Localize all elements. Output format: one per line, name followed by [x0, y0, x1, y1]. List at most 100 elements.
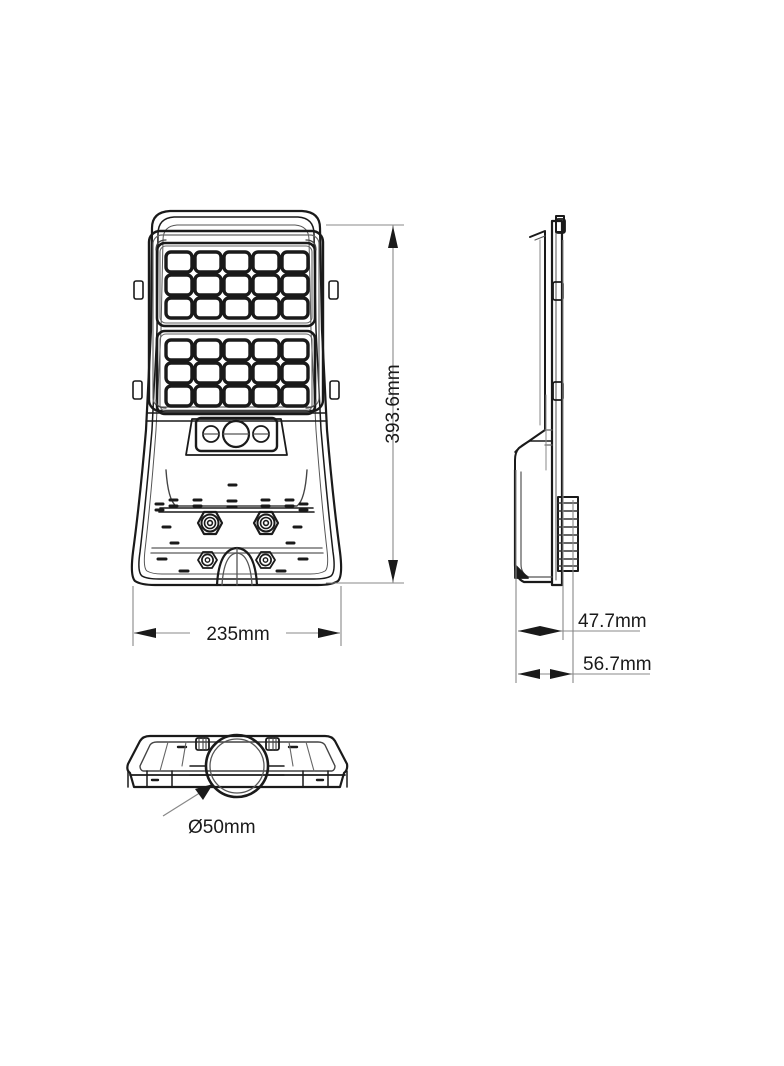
- bracket-end-pad-left: [127, 770, 173, 788]
- dim-arrow-right: [550, 669, 572, 679]
- led-cell: [251, 296, 281, 320]
- clamp-bolts: [195, 737, 280, 751]
- led-cell: [251, 273, 281, 297]
- dim-arrow-left: [134, 628, 156, 638]
- led-cell: [222, 384, 252, 408]
- dimension-height-label: 393.6mm: [383, 364, 404, 443]
- upper-panel-frame-inner: [159, 245, 313, 324]
- led-cell: [193, 250, 223, 274]
- side-tab: [329, 380, 340, 400]
- pole-clamp-circle-inner: [209, 738, 265, 794]
- motion-sensor-module: [185, 416, 288, 456]
- led-cell: [251, 338, 281, 362]
- housing-third-outline: [143, 224, 329, 575]
- bracket-ribs: [159, 741, 315, 772]
- bolt-ring: [200, 513, 220, 533]
- bolt-center: [206, 519, 214, 527]
- clamp-cutout-left: [189, 765, 207, 776]
- dimension-depth-upper-label: 47.7mm: [578, 611, 647, 632]
- bracket-outline: [126, 734, 349, 789]
- vent-marks: [154, 483, 309, 573]
- bolt-hex-outline: [252, 510, 280, 536]
- bezel-corner-accent: [155, 239, 317, 409]
- led-cell: [251, 250, 281, 274]
- bolt-ring: [259, 516, 273, 530]
- bolt-ring: [259, 553, 272, 567]
- side-front-face-inner: [534, 235, 546, 241]
- upper-led-panel: [155, 241, 317, 328]
- bolt-ring: [256, 513, 276, 533]
- lower-led-panel: [155, 329, 317, 416]
- led-cell: [193, 361, 223, 385]
- led-cell: [164, 250, 194, 274]
- led-cell: [222, 296, 252, 320]
- hex-bolt-small-right: [255, 551, 276, 569]
- side-rear-spine: [550, 219, 564, 587]
- dim-arrow-left: [518, 626, 540, 636]
- dimension-height: [326, 224, 404, 584]
- side-body-junction: [514, 440, 553, 453]
- dim-arrow-top: [388, 226, 398, 248]
- led-cell: [164, 273, 194, 297]
- led-cell: [193, 296, 223, 320]
- bolt-hex-outline: [197, 551, 218, 569]
- hex-bolt-large-left: [196, 510, 224, 536]
- upper-panel-frame: [155, 241, 317, 328]
- lower-panel-frame: [155, 329, 317, 416]
- led-cell: [280, 361, 310, 385]
- bolt-center: [204, 557, 211, 563]
- bolt-hex-outline: [196, 510, 224, 536]
- bolt-center: [262, 519, 270, 527]
- led-cell: [164, 338, 194, 362]
- led-cell: [164, 296, 194, 320]
- side-view: [513, 215, 579, 587]
- hex-bolt-small-left: [197, 551, 218, 569]
- bracket-end-pad-right: [302, 770, 348, 788]
- clamp-cutout-right: [267, 765, 285, 776]
- bracket-inner-contour: [139, 741, 336, 772]
- led-cell: [164, 384, 194, 408]
- side-tab: [328, 280, 339, 300]
- housing-inner-outline: [138, 216, 335, 580]
- side-tab: [132, 380, 143, 400]
- bolt-ring: [201, 553, 214, 567]
- dimension-pole-diameter-label: Ø50mm: [188, 817, 256, 838]
- bolt-center: [262, 557, 269, 563]
- dimension-width-label: 235mm: [206, 624, 269, 645]
- led-cell: [164, 361, 194, 385]
- side-inner-guide: [539, 239, 547, 471]
- side-tab: [133, 280, 144, 300]
- led-cell: [280, 250, 310, 274]
- side-bottom-foot: [514, 564, 529, 579]
- dimension-depth-lower-label: 56.7mm: [583, 654, 652, 675]
- leader-arrowhead: [195, 784, 213, 800]
- heatsink-fin-block: [557, 496, 579, 572]
- fin-block-outline: [557, 496, 579, 572]
- led-cell: [280, 338, 310, 362]
- heatsink-fins: [557, 502, 579, 567]
- hex-bolt-large-right: [252, 510, 280, 536]
- led-cell: [222, 273, 252, 297]
- led-cell: [222, 361, 252, 385]
- bolt-ring: [203, 516, 217, 530]
- led-cell: [251, 361, 281, 385]
- bolt-hex-outline: [255, 551, 276, 569]
- dim-arrow-bottom: [388, 560, 398, 582]
- led-cell: [222, 338, 252, 362]
- side-tab: [555, 218, 566, 234]
- sensor-body: [194, 416, 279, 453]
- led-cell: [193, 338, 223, 362]
- led-cell: [193, 273, 223, 297]
- led-cell: [251, 384, 281, 408]
- front-view: [130, 209, 343, 587]
- led-cell: [222, 250, 252, 274]
- side-front-face: [514, 230, 546, 471]
- dim-arrow-right: [318, 628, 340, 638]
- housing-outer-outline: [130, 209, 343, 587]
- bottom-view: [126, 733, 349, 799]
- dim-arrow-right: [540, 626, 562, 636]
- housing-side-tabs: [132, 280, 340, 400]
- led-cell: [280, 296, 310, 320]
- dim-arrow-left: [518, 669, 540, 679]
